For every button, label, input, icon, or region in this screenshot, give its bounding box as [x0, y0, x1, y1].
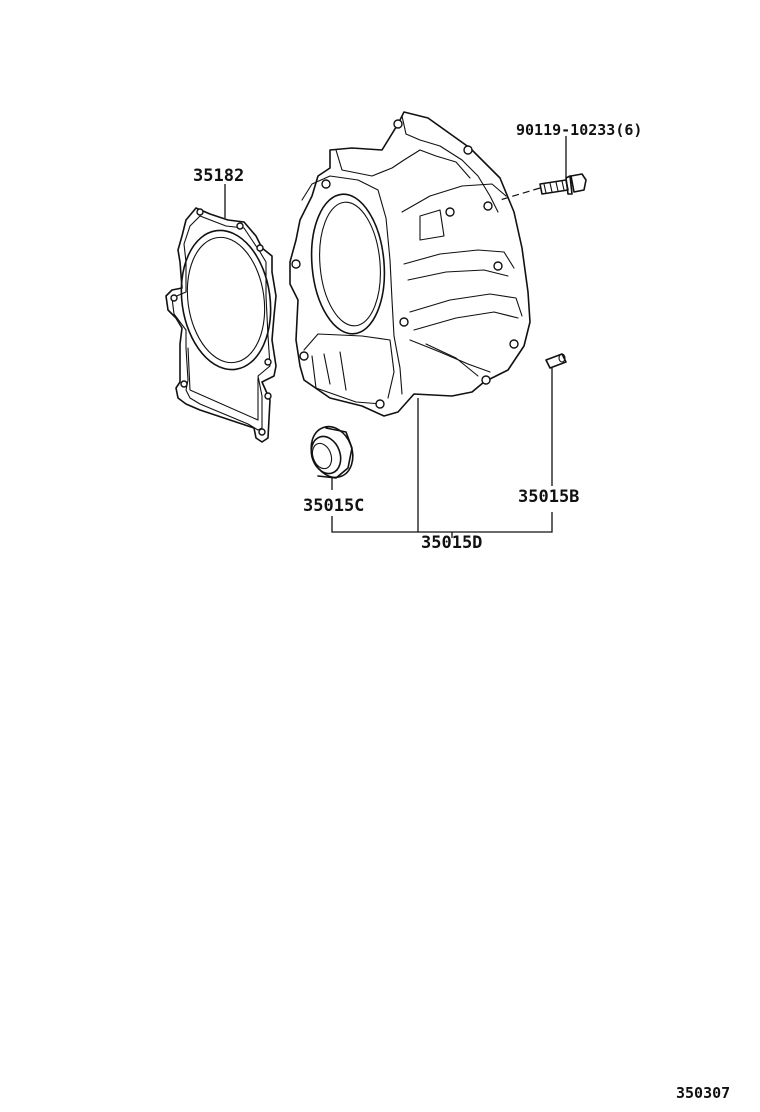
bolt-install-line	[499, 187, 541, 201]
flange-bolt-icon[interactable]	[539, 173, 587, 195]
gasket-part-number: 35182	[193, 166, 244, 186]
dowel-pin-icon[interactable]	[545, 353, 567, 369]
extension-housing-icon[interactable]	[289, 111, 531, 417]
leader-lines	[224, 136, 567, 538]
figure-code: 350307	[676, 1084, 730, 1102]
dowel-pin-part-number: 35015B	[518, 487, 579, 507]
bolt-part-number: 90119-10233(6)	[516, 121, 642, 139]
oil-seal-part-number: 35015C	[303, 496, 364, 516]
oil-seal-icon[interactable]	[304, 421, 359, 484]
assembly-part-number: 35015D	[421, 533, 482, 553]
gasket-icon[interactable]	[165, 207, 279, 443]
